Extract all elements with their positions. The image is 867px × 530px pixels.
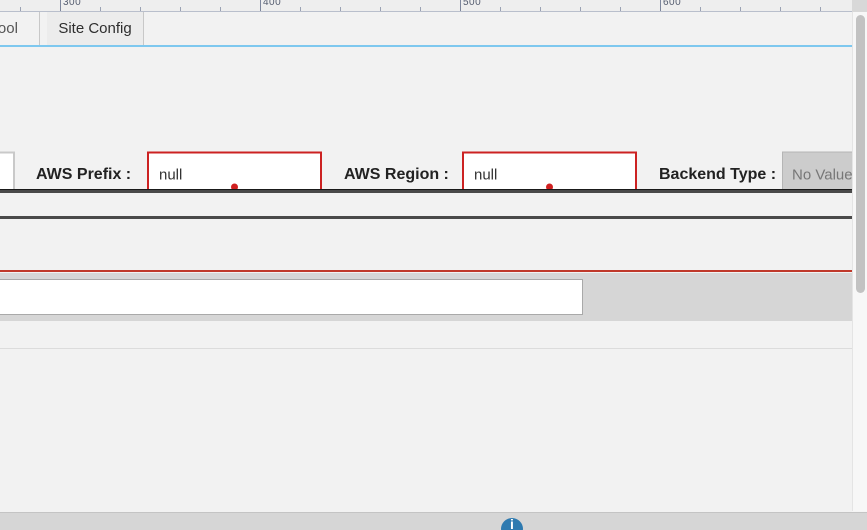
red-separator-rule <box>0 270 852 272</box>
ruler-tick <box>300 7 301 11</box>
divider-upper-hairline <box>0 189 852 190</box>
ruler-tick <box>700 7 701 11</box>
ruler-label: 400 <box>263 0 282 8</box>
status-bar <box>0 512 867 530</box>
ruler-tick <box>420 7 421 11</box>
divider-lower <box>0 216 852 219</box>
ruler-tick <box>740 7 741 11</box>
ruler-tick <box>380 7 381 11</box>
info-circle-glyph: i <box>510 518 514 530</box>
ruler-tick <box>780 7 781 11</box>
ruler-label: 300 <box>63 0 82 8</box>
aws-region-modified-indicator-icon <box>546 183 553 191</box>
search-input[interactable] <box>0 279 583 315</box>
tab-y-tool[interactable]: y Tool <box>0 12 40 45</box>
backend-type-label: Backend Type : <box>659 166 777 183</box>
lower-content-region <box>0 321 852 511</box>
ruler-label: 500 <box>463 0 482 8</box>
ruler-right-filler <box>852 0 867 12</box>
vertical-scrollbar-thumb[interactable] <box>856 15 865 293</box>
aws-prefix-label: AWS Prefix : <box>36 166 132 183</box>
aws-region-label: AWS Region : <box>344 166 449 183</box>
ruler-tick <box>620 7 621 11</box>
tab-strip: y Tool Site Config <box>0 12 852 45</box>
divider-gap-band <box>0 193 852 216</box>
ruler-tick <box>20 7 21 11</box>
ruler-tick <box>500 7 501 11</box>
vertical-scrollbar[interactable] <box>852 12 867 511</box>
ruler-tick <box>260 0 261 11</box>
tab-strip-underline <box>0 45 852 47</box>
ruler-tick <box>460 0 461 11</box>
ruler-tick <box>820 7 821 11</box>
ruler-tick <box>660 0 661 11</box>
tab-label: y Tool <box>0 20 18 37</box>
ruler-tick <box>60 0 61 11</box>
backend-type-value: No Value <box>792 166 853 184</box>
aws-prefix-value: null <box>159 166 183 184</box>
tab-site-config[interactable]: Site Config <box>47 12 144 45</box>
aws-region-value: null <box>474 166 498 184</box>
ruler-tick <box>580 7 581 11</box>
ruler-tick <box>140 7 141 11</box>
ruler-tick <box>220 7 221 11</box>
aws-prefix-modified-indicator-icon <box>231 183 238 191</box>
ruler-tick <box>100 7 101 11</box>
ruler-tick <box>540 7 541 11</box>
horizontal-ruler: 300 400 500 600 <box>0 0 852 12</box>
info-circle-icon[interactable]: i <box>501 518 523 530</box>
ruler-tick <box>180 7 181 11</box>
divider-upper <box>0 190 852 193</box>
ruler-tick <box>340 7 341 11</box>
tab-label: Site Config <box>58 20 132 37</box>
ruler-label: 600 <box>663 0 682 8</box>
site-config-form-panel: AWS Prefix : null AWS Region : null Back… <box>0 47 867 199</box>
lower-region-divider <box>0 348 852 349</box>
